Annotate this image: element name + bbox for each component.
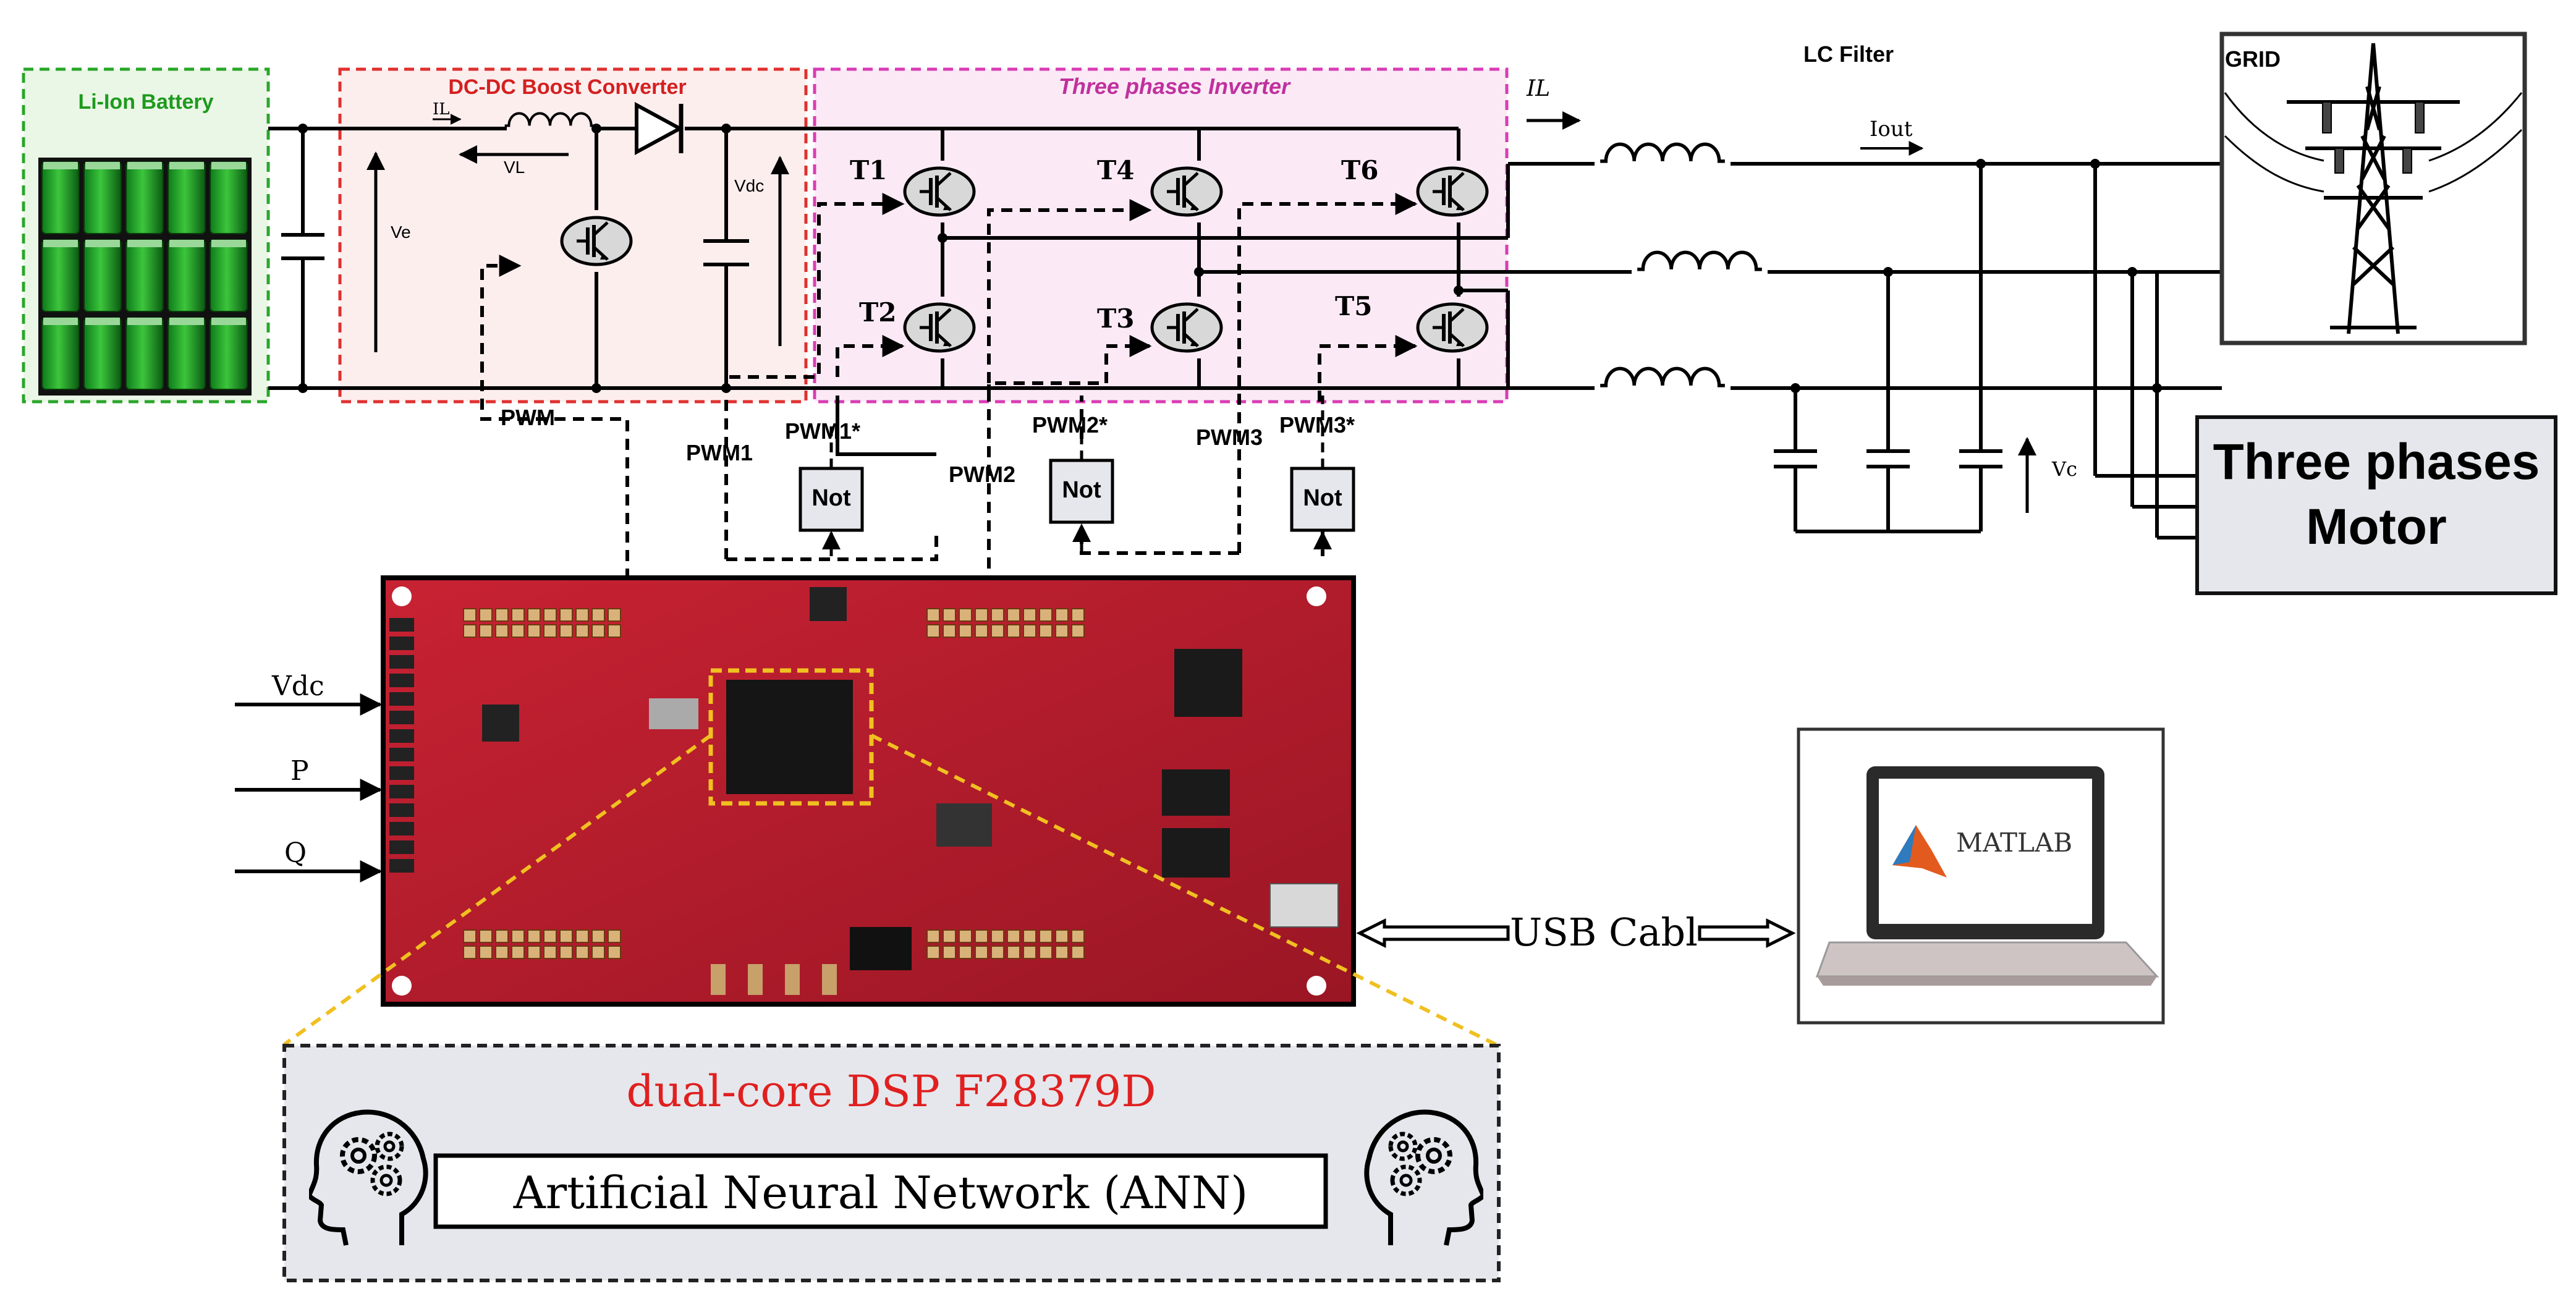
input-q-label: Q [284, 837, 307, 869]
t1-igbt-icon [905, 168, 974, 215]
iout-label: Iout [1870, 117, 1913, 142]
filter-inductor-c-icon [1600, 368, 1725, 386]
t4-igbt-icon [1152, 168, 1221, 215]
matlab-logo-icon: MATLAB [1892, 825, 2072, 878]
filter-inductor-b-icon [1637, 252, 1762, 269]
transmission-tower-icon [2224, 43, 2523, 334]
not-gate-2: Not [1049, 459, 1114, 524]
laptop-icon: MATLAB [1797, 727, 2165, 1025]
vdc-node-label: Vdc [734, 176, 764, 195]
t5-igbt-icon [1418, 304, 1487, 351]
t3-label: T3 [1097, 303, 1134, 334]
pwm3-label: PWM3 [1196, 425, 1263, 450]
junction-dots [298, 124, 2162, 393]
dsp-title: dual-core DSP F28379D [627, 1066, 1156, 1117]
lc-filter-label: LC Filter [1803, 41, 1894, 67]
input-p-label: P [290, 755, 309, 787]
vc-label: Vc [2051, 457, 2077, 481]
grid-label: GRID [2225, 46, 2281, 72]
power-wires [268, 127, 2250, 539]
vl-label: VL [504, 158, 525, 177]
boost-switch-igbt-icon [562, 218, 631, 264]
filter-inductor-a-icon [1600, 144, 1725, 161]
pwm1s-label: PWM1* [785, 418, 860, 444]
dsp-board-image [381, 575, 1356, 1007]
t3-igbt-icon [1152, 304, 1221, 351]
il-label: IL [433, 100, 450, 119]
diode-icon [596, 101, 684, 156]
il-out-label: IL [1526, 76, 1550, 101]
svg-text:Not: Not [811, 485, 851, 511]
svg-text:Not: Not [1303, 485, 1342, 511]
pwm3s-label: PWM3* [1279, 412, 1355, 438]
not-gate-1: Not [799, 467, 864, 532]
usb-cable: USB Cabl [1356, 910, 1796, 955]
battery-cells-icon [38, 158, 252, 396]
motor-label-line1: Three phases [2213, 434, 2540, 490]
ve-label: Ve [391, 222, 411, 242]
battery-title: Li-Ion Battery [78, 90, 213, 114]
t1-label: T1 [850, 155, 887, 185]
board-inputs: Vdc P Q [235, 671, 383, 882]
t4-label: T4 [1097, 155, 1134, 185]
t6-label: T6 [1341, 155, 1378, 185]
t2-igbt-icon [905, 304, 974, 351]
motor-box [2195, 415, 2557, 595]
pwm2-label: PWM2 [949, 462, 1015, 487]
input-vdc-label: Vdc [271, 671, 324, 702]
callout-lines [283, 734, 1497, 1046]
pwm-label: PWM [501, 405, 555, 430]
pwm-signal-lines [480, 193, 1418, 580]
t2-label: T2 [859, 297, 896, 328]
t5-label: T5 [1335, 291, 1372, 321]
grid-box [2219, 32, 2527, 345]
t6-igbt-icon [1418, 168, 1487, 215]
inverter-title: Three phases Inverter [1059, 74, 1291, 99]
pwm2s-label: PWM2* [1032, 412, 1108, 438]
usb-label: USB Cabl [1510, 910, 1698, 955]
not-gate-3: Not [1290, 467, 1355, 532]
motor-label-line2: Motor [2306, 499, 2447, 555]
inverter-box [813, 67, 1509, 404]
ann-panel: dual-core DSP F28379D Artificial Neural … [282, 1044, 1501, 1282]
svg-text:MATLAB: MATLAB [1956, 827, 2072, 858]
svg-text:Not: Not [1062, 477, 1101, 503]
pwm1-label: PWM1 [686, 440, 753, 465]
ann-label: Artificial Neural Network (ANN) [513, 1167, 1248, 1219]
boost-title: DC-DC Boost Converter [448, 75, 686, 99]
